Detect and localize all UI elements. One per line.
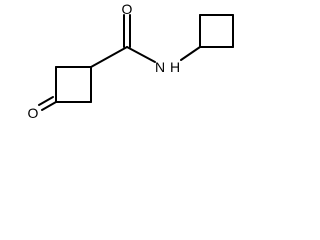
molecule-structure: O O N H [28,1,234,121]
amide-nitrogen-label: N [155,59,165,75]
amide-oxygen-label: O [122,1,133,17]
carbonyl-to-nitrogen-bond [126,46,156,63]
amide-hydrogen-label: H [170,59,180,75]
nitrogen-to-cyclobutyl-bond [180,46,201,61]
ketone-double-bond-outer [41,101,57,111]
ring-to-carbonyl-bond [90,46,128,68]
ketone-double-bond-inner [38,96,54,106]
ketone-oxygen-label: O [28,105,39,121]
